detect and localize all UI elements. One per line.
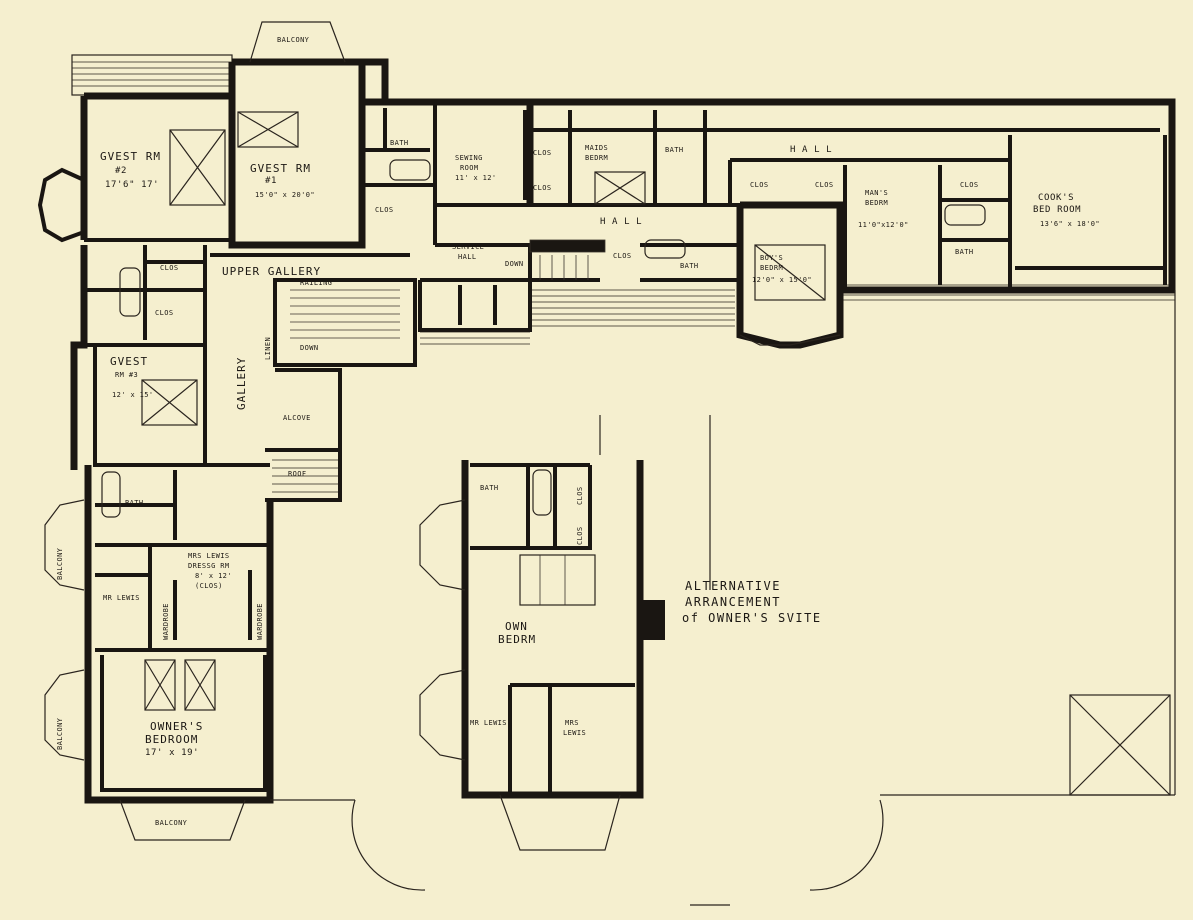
mans-name: MAN'S <box>865 189 888 197</box>
guest1-num: #1 <box>265 176 277 186</box>
room-labels: GVEST RM #2 17'6" 17' GVEST RM #1 15'0" … <box>56 36 1100 827</box>
railing: RAILING <box>300 279 332 287</box>
bath-c: BATH <box>955 248 973 256</box>
boys-size: 12'0" x 15'0" <box>752 276 812 284</box>
alt-mrs2: LEWIS <box>563 729 586 737</box>
alt-owners2: BEDRM <box>498 633 536 646</box>
sewing-name: SEWING <box>455 154 483 162</box>
service-hall2: HALL <box>458 253 476 261</box>
guest2-num: #2 <box>115 166 127 176</box>
linen: LINEN <box>264 337 272 360</box>
note-line2: ARRANCEMENT <box>685 595 781 609</box>
gallery: GALLERY <box>235 357 248 410</box>
wardrobe-a: WARDROBE <box>162 603 170 640</box>
bath-b: BATH <box>665 146 683 154</box>
mrs-dress3: (CLOS) <box>195 582 223 590</box>
owners-name: OWNER'S <box>150 720 203 733</box>
boys-name: BOY'S <box>760 254 783 262</box>
hall-top: H A L L <box>790 145 832 155</box>
alternative-note: ALTERNATIVE ARRANCEMENT of OWNER'S SVITE <box>682 579 822 625</box>
stair-treads <box>290 239 606 339</box>
boys-name2: BEDRM <box>760 264 783 272</box>
alt-owners: OWN <box>505 620 528 633</box>
clos-f: CLOS <box>960 181 978 189</box>
clos-d: CLOS <box>750 181 768 189</box>
roof: ROOF <box>288 470 306 478</box>
upper-gallery: UPPER GALLERY <box>222 265 321 278</box>
clos-a: CLOS <box>375 206 393 214</box>
mrs-dress2: DRESSG RM <box>188 562 230 570</box>
service-hall: SERVICE <box>452 243 484 251</box>
guest2-name: GVEST RM <box>100 150 161 163</box>
mrs-dress: MRS LEWIS <box>188 552 230 560</box>
alt-bath: BATH <box>480 484 498 492</box>
balcony-top: BALCONY <box>277 36 310 44</box>
maids-name: MAIDS <box>585 144 608 152</box>
balcony-l2: BALCONY <box>56 717 64 750</box>
balcony-bottom: BALCONY <box>155 819 188 827</box>
owners-name2: BEDROOM <box>145 733 198 746</box>
note-line3: of OWNER'S SVITE <box>682 611 822 625</box>
guest3-num: RM #3 <box>115 371 138 379</box>
cooks-name2: BED ROOM <box>1033 205 1081 215</box>
bath-a: BATH <box>390 139 408 147</box>
balcony-l1: BALCONY <box>56 547 64 580</box>
alternative-owners-suite <box>419 460 665 851</box>
owners-size: 17' x 19' <box>145 748 199 758</box>
sewing-size: 11' x 12' <box>455 174 497 182</box>
clos-b: CLOS <box>533 149 551 157</box>
maids-name2: BEDRM <box>585 154 608 162</box>
clos-e: CLOS <box>815 181 833 189</box>
clos-c: CLOS <box>533 184 551 192</box>
bays-and-balconies <box>37 21 841 841</box>
down-b: DOWN <box>300 344 318 352</box>
guest1-name: GVEST RM <box>250 162 311 175</box>
guest3-name: GVEST <box>110 355 148 368</box>
hall-mid: H A L L <box>600 217 642 227</box>
clos-g: CLOS <box>613 252 631 260</box>
alcove: ALCOVE <box>283 414 311 422</box>
alt-clos1: CLOS <box>576 487 584 505</box>
mans-size: 11'0"x12'0" <box>858 221 909 229</box>
guest1-size: 15'0" x 20'0" <box>255 191 315 199</box>
bath-e: BATH <box>125 499 143 507</box>
alt-mr: MR LEWIS <box>470 719 507 727</box>
down-a: DOWN <box>505 260 523 268</box>
site-lines <box>270 290 1176 906</box>
guest3-size: 12' x 15' <box>112 391 154 399</box>
mans-name2: BEDRM <box>865 199 888 207</box>
main-plan-walls <box>70 58 1176 804</box>
alt-clos2: CLOS <box>576 527 584 545</box>
mrs-dress-size: 8' x 12' <box>195 572 232 580</box>
note-line1: ALTERNATIVE <box>685 579 781 593</box>
mr-lewis: MR LEWIS <box>103 594 140 602</box>
sewing-name2: ROOM <box>460 164 478 172</box>
alt-mrs: MRS <box>565 719 579 727</box>
clos-h: CLOS <box>160 264 178 272</box>
bath-d: BATH <box>680 262 698 270</box>
cooks-name: COOK'S <box>1038 193 1074 203</box>
fixtures <box>101 111 986 711</box>
cooks-size: 13'6" x 18'0" <box>1040 220 1100 228</box>
guest2-size: 17'6" 17' <box>105 180 159 190</box>
wardrobe-b: WARDROBE <box>256 603 264 640</box>
clos-i: CLOS <box>155 309 173 317</box>
